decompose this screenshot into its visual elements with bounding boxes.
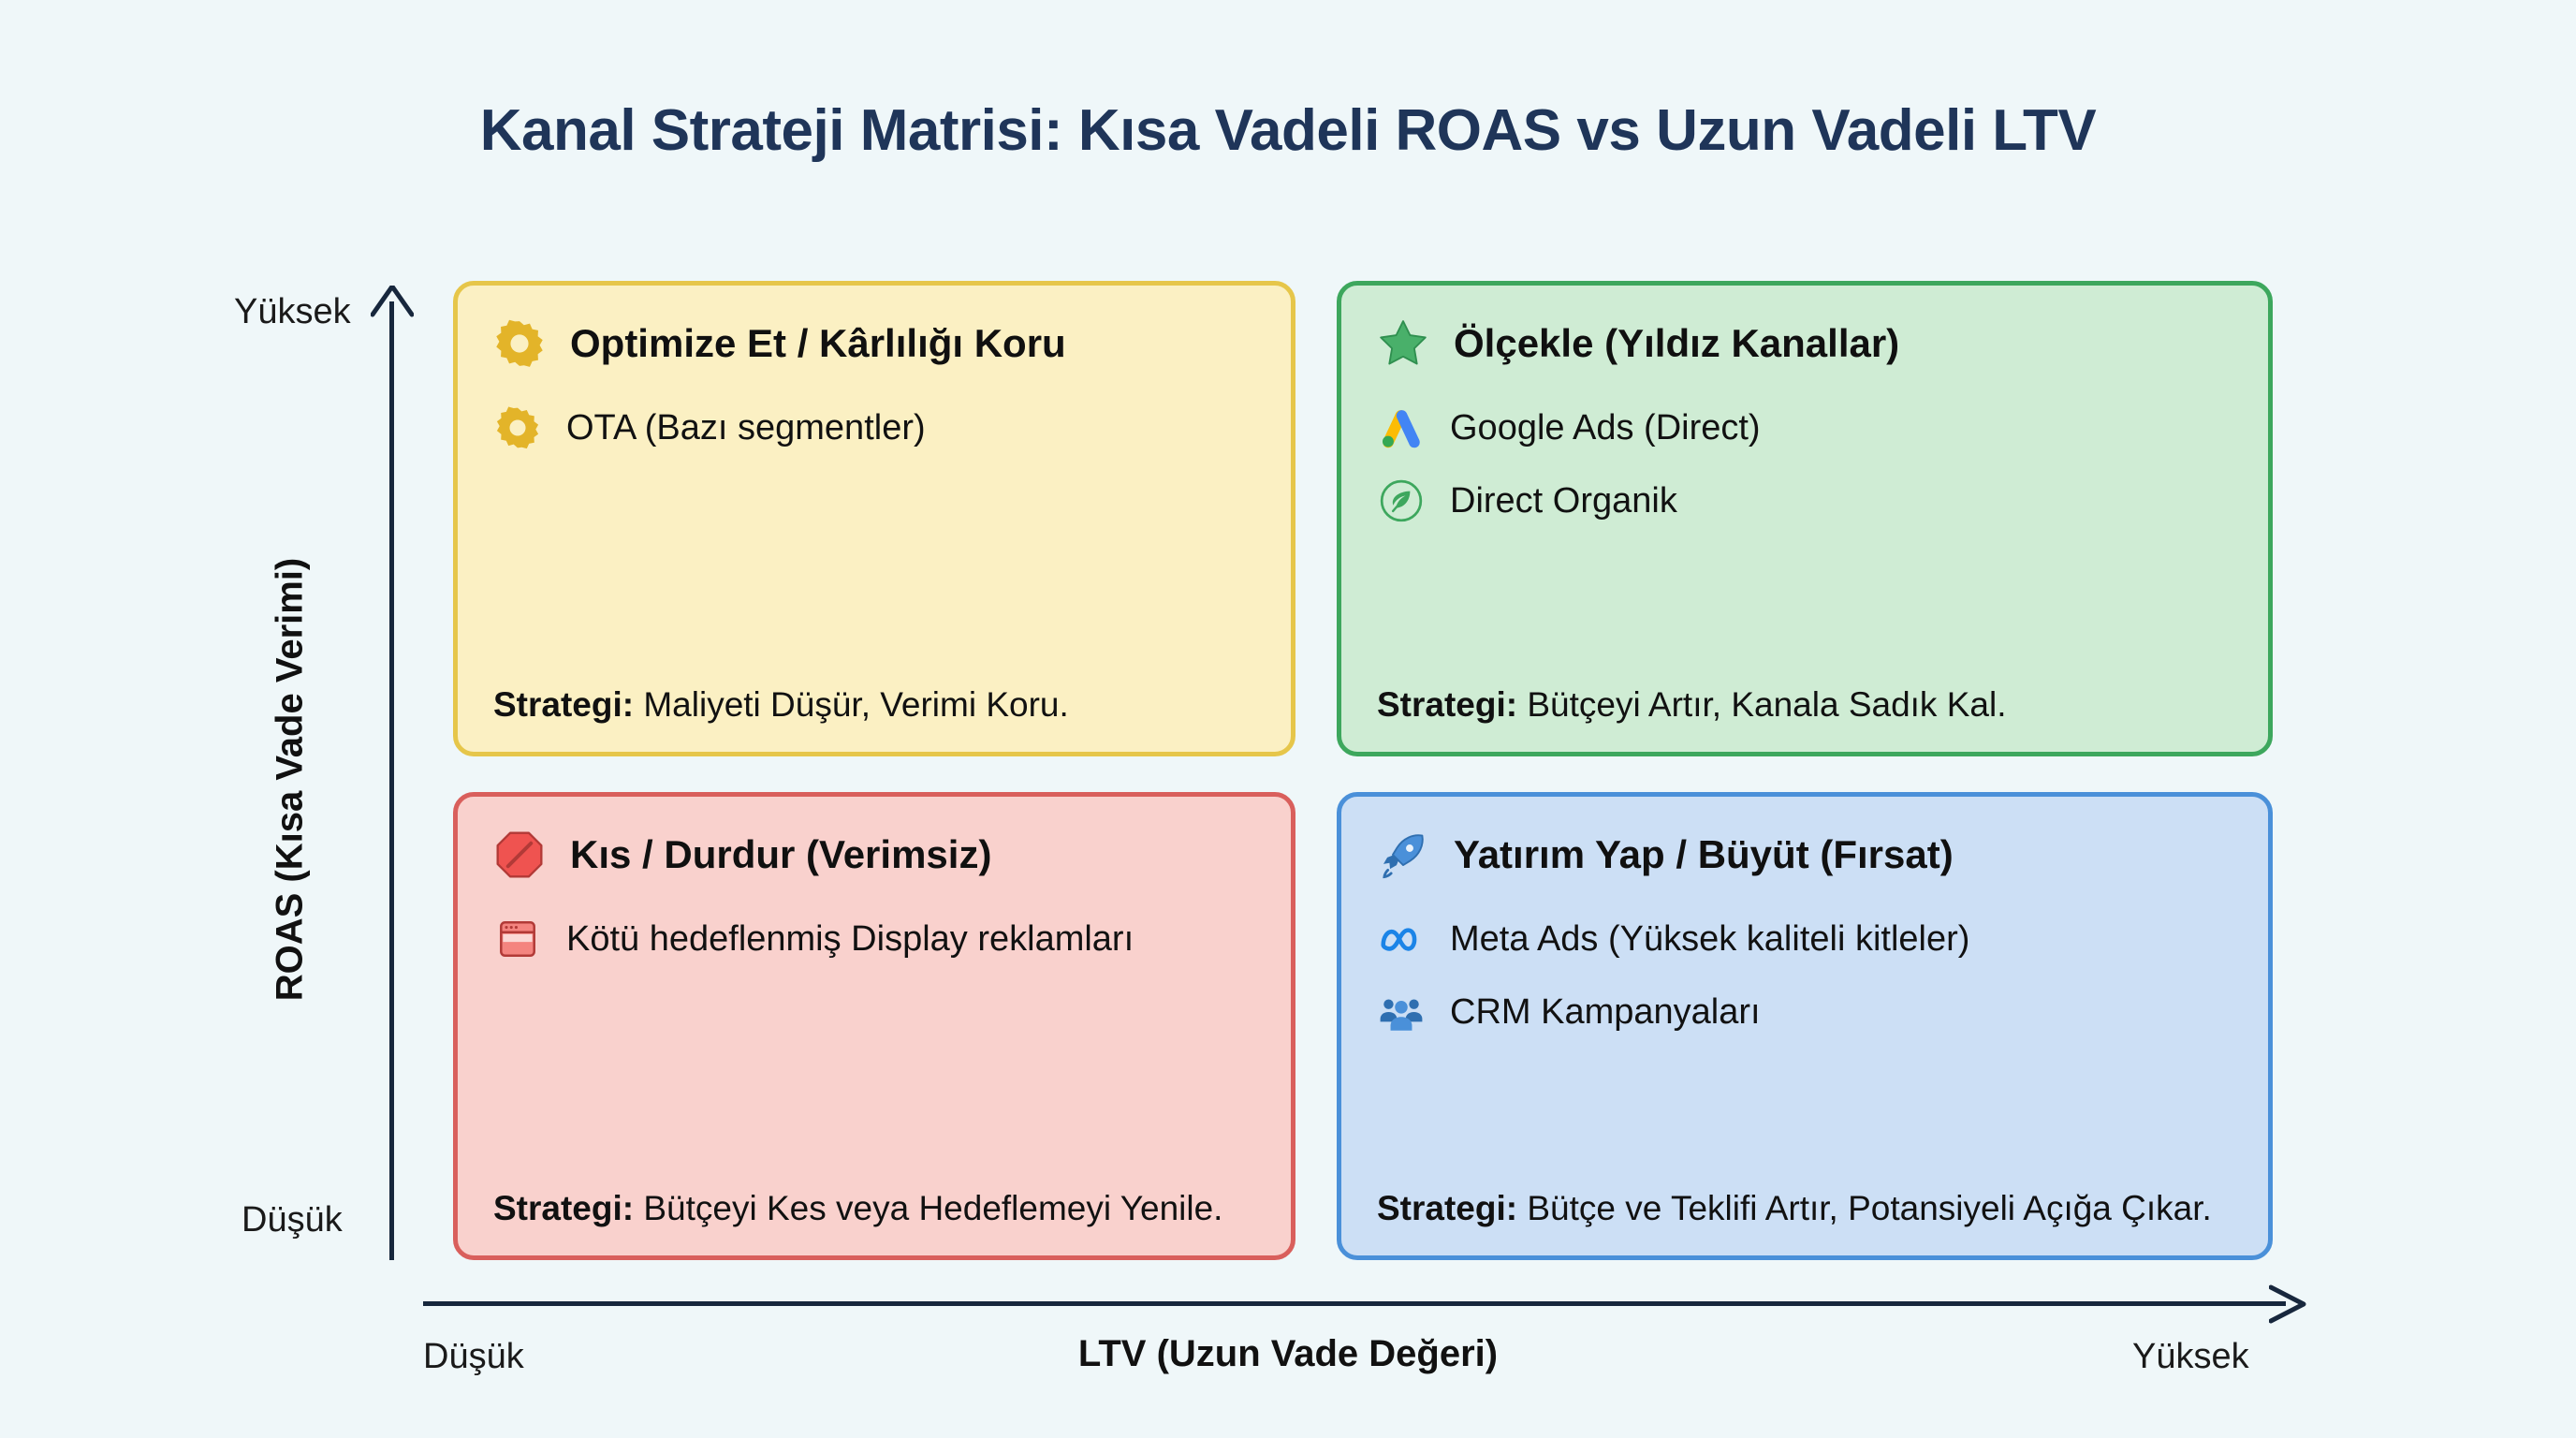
y-axis-line [389, 301, 394, 1260]
x-axis-high-label: Yüksek [2132, 1337, 2249, 1376]
quadrant-header: Kıs / Durdur (Verimsiz) [493, 829, 1255, 881]
quadrant-title: Optimize Et / Kârlılığı Koru [570, 321, 1066, 365]
strategy-label: Strategi: [1377, 1189, 1518, 1228]
quadrant-title: Ölçekle (Yıldız Kanallar) [1454, 321, 1900, 365]
channel-label: Direct Organik [1450, 481, 1677, 521]
quadrant-invest: Yatırım Yap / Büyüt (Fırsat) Meta Ads (Y… [1337, 792, 2273, 1260]
list-item: Meta Ads (Yüksek kaliteli kitleler) [1377, 915, 2232, 963]
strategy-label: Strategi: [493, 1189, 635, 1228]
quadrant-header: Yatırım Yap / Büyüt (Fırsat) [1377, 829, 2232, 881]
strategy-value: Bütçe ve Teklifi Artır, Potansiyeli Açığ… [1527, 1189, 2212, 1228]
quadrant-header: Ölçekle (Yıldız Kanallar) [1377, 317, 2232, 370]
list-item: Google Ads (Direct) [1377, 404, 2232, 452]
channel-list: Meta Ads (Yüksek kaliteli kitleler) CRM … [1377, 915, 2232, 1036]
meta-icon [1377, 915, 1426, 963]
quadrant-header: Optimize Et / Kârlılığı Koru [493, 317, 1255, 370]
channel-list: Google Ads (Direct) Direct Organik [1377, 404, 2232, 525]
y-axis-arrow-icon [371, 286, 414, 317]
quadrant-stop: Kıs / Durdur (Verimsiz) Kötü hedeflenmiş… [453, 792, 1295, 1260]
strategy-text: Strategi: Maliyeti Düşür, Verimi Koru. [493, 683, 1255, 727]
channel-list: Kötü hedeflenmiş Display reklamları [493, 915, 1255, 963]
google-ads-icon [1377, 404, 1426, 452]
list-item: Kötü hedeflenmiş Display reklamları [493, 915, 1255, 963]
strategy-text: Strategi: Bütçe ve Teklifi Artır, Potans… [1377, 1187, 2232, 1231]
page-title: Kanal Strateji Matrisi: Kısa Vadeli ROAS… [479, 98, 2097, 163]
strategy-value: Bütçeyi Artır, Kanala Sadık Kal. [1527, 685, 2007, 725]
channel-label: CRM Kampanyaları [1450, 992, 1761, 1032]
quadrant-scale: Ölçekle (Yıldız Kanallar) Google Ads (Di… [1337, 281, 2273, 756]
prohibited-icon [496, 831, 543, 878]
channel-label: Google Ads (Direct) [1450, 408, 1761, 448]
y-axis-title: ROAS (Kısa Vade Verimi) [269, 557, 311, 1002]
list-item: CRM Kampanyaları [1377, 988, 2232, 1036]
strategy-text: Strategi: Bütçeyi Artır, Kanala Sadık Ka… [1377, 683, 2232, 727]
quadrant-title: Yatırım Yap / Büyüt (Fırsat) [1454, 832, 1954, 876]
leaf-circle-icon [1377, 477, 1426, 525]
rocket-icon [1383, 834, 1424, 879]
x-axis-title: LTV (Uzun Vade Değeri) [1077, 1333, 1499, 1374]
list-item: OTA (Bazı segmentler) [493, 404, 1255, 452]
x-axis-line [423, 1301, 2286, 1306]
star-icon [1380, 320, 1427, 365]
channel-list: OTA (Bazı segmentler) [493, 404, 1255, 452]
people-group-icon [1377, 988, 1426, 1036]
x-axis-arrow-icon [2269, 1284, 2306, 1324]
y-axis-high-label: Yüksek [234, 292, 351, 331]
y-axis-low-label: Düşük [242, 1200, 343, 1240]
channel-label: Meta Ads (Yüksek kaliteli kitleler) [1450, 919, 1970, 959]
strategy-label: Strategi: [1377, 685, 1518, 725]
channel-label: OTA (Bazı segmentler) [566, 408, 926, 448]
strategy-label: Strategi: [493, 685, 635, 725]
gear-icon [493, 404, 542, 452]
strategy-value: Bütçeyi Kes veya Hedeflemeyi Yenile. [643, 1189, 1223, 1228]
x-axis-low-label: Düşük [423, 1337, 524, 1376]
channel-label: Kötü hedeflenmiş Display reklamları [566, 919, 1134, 959]
strategy-value: Maliyeti Düşür, Verimi Koru. [643, 685, 1069, 725]
quadrant-title: Kıs / Durdur (Verimsiz) [570, 832, 992, 876]
gear-icon [496, 319, 543, 367]
strategy-text: Strategi: Bütçeyi Kes veya Hedeflemeyi Y… [493, 1187, 1255, 1231]
display-ad-window-icon [493, 915, 542, 963]
quadrant-optimize: Optimize Et / Kârlılığı Koru OTA (Bazı s… [453, 281, 1295, 756]
list-item: Direct Organik [1377, 477, 2232, 525]
